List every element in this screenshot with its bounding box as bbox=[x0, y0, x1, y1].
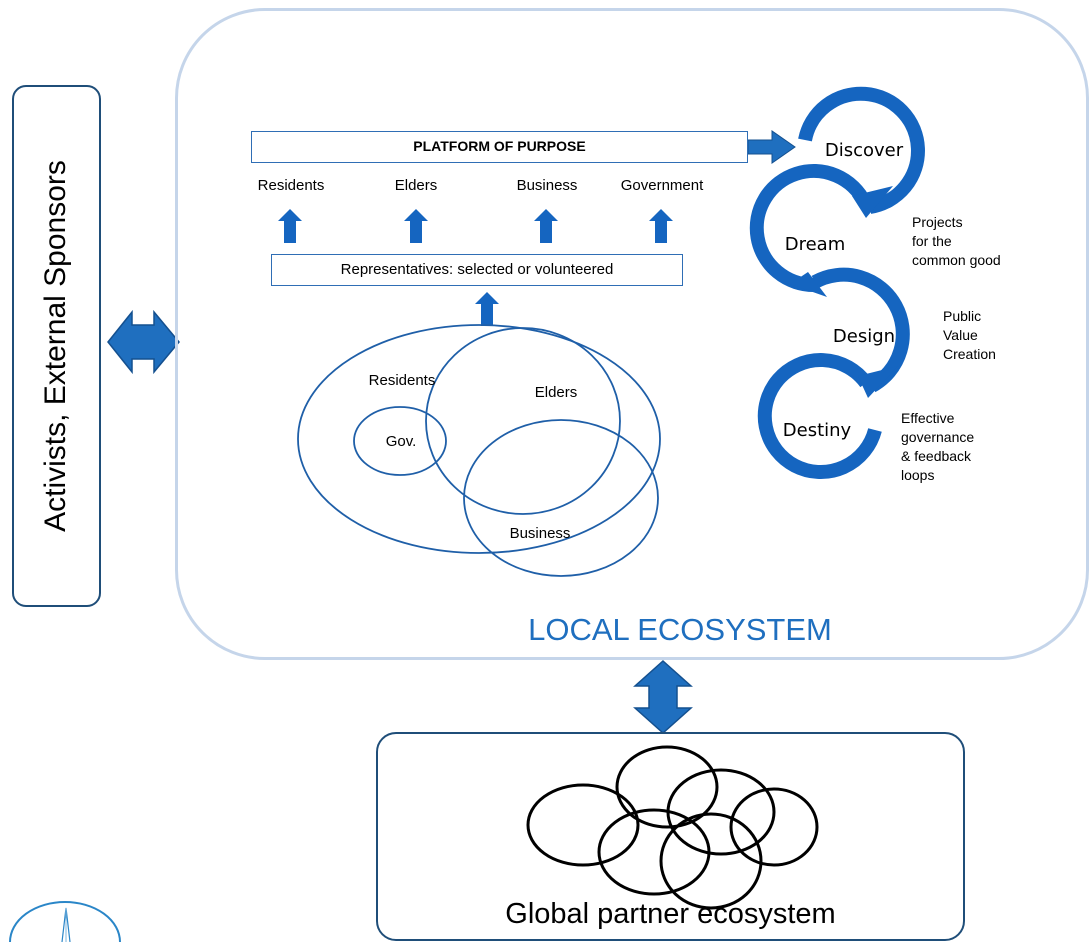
venn-label-gov: Gov. bbox=[385, 433, 417, 450]
group-up-arrows bbox=[278, 209, 673, 326]
partner-circle bbox=[615, 745, 719, 829]
venn-residents bbox=[297, 324, 661, 554]
partner-circle bbox=[526, 783, 640, 867]
global-network bbox=[526, 745, 819, 910]
arrowhead-dream bbox=[790, 272, 827, 297]
venn-diagram bbox=[297, 324, 661, 577]
arrowhead-design bbox=[858, 366, 898, 398]
local-ecosystem-label: LOCAL ECOSYSTEM bbox=[528, 612, 832, 647]
loop-dream bbox=[749, 164, 872, 293]
venn-label-business: Business bbox=[509, 525, 571, 542]
up-arrow-government bbox=[649, 209, 673, 243]
stage-design: Design bbox=[832, 326, 896, 347]
arrowhead-discover bbox=[852, 186, 893, 218]
up-arrow-residents bbox=[278, 209, 302, 243]
cycle-arrowheads bbox=[790, 186, 898, 398]
note-public-value: Public Value Creation bbox=[943, 308, 996, 362]
representatives-box: Representatives: selected or volunteered bbox=[271, 254, 683, 286]
stage-destiny: Destiny bbox=[782, 420, 852, 441]
global-partner-label: Global partner ecosystem bbox=[505, 898, 836, 930]
note-projects: Projects for the common good bbox=[912, 214, 1001, 268]
loop-destiny bbox=[757, 353, 882, 480]
external-sponsors-label: Activists, External Sponsors bbox=[39, 160, 72, 532]
partner-circle bbox=[597, 808, 711, 896]
cycle-loops bbox=[749, 86, 925, 480]
platform-of-purpose-box: PLATFORM OF PURPOSE bbox=[251, 131, 748, 163]
group-business: Business bbox=[516, 177, 578, 194]
group-elders: Elders bbox=[394, 177, 438, 194]
venn-gov bbox=[353, 406, 447, 476]
global-partner-box bbox=[376, 732, 965, 941]
loop-discover bbox=[798, 86, 925, 214]
group-residents: Residents bbox=[257, 177, 325, 194]
partner-circle bbox=[659, 812, 763, 910]
partner-circle bbox=[729, 787, 819, 867]
local-ecosystem-box bbox=[175, 8, 1089, 660]
group-government: Government bbox=[620, 177, 704, 194]
stage-discover: Discover bbox=[824, 140, 904, 161]
venn-business bbox=[463, 419, 659, 577]
corner-logo bbox=[9, 901, 121, 942]
venn-elders bbox=[425, 327, 621, 515]
external-sponsors-box bbox=[12, 85, 101, 607]
up-arrow-business bbox=[534, 209, 558, 243]
platform-to-discover-arrow bbox=[747, 130, 796, 164]
note-governance: Effective governance & feedback loops bbox=[901, 410, 975, 483]
stage-dream: Dream bbox=[784, 234, 846, 255]
up-arrow-elders bbox=[404, 209, 428, 243]
up-arrow-representatives bbox=[475, 292, 499, 326]
venn-label-elders: Elders bbox=[534, 384, 578, 401]
global-double-arrow bbox=[633, 659, 693, 735]
side-double-arrow bbox=[107, 309, 180, 375]
venn-label-residents: Residents bbox=[368, 372, 436, 389]
